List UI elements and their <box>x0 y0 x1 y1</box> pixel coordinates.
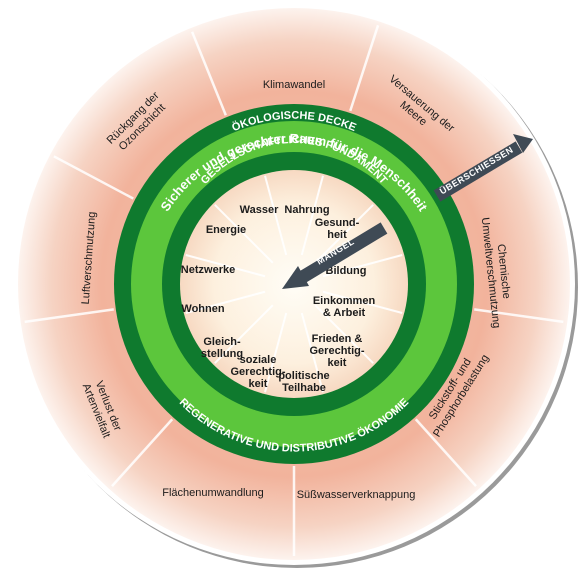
foundation-divider <box>300 312 324 393</box>
foundation-item-label: Frieden &Gerechtig-keit <box>309 333 364 369</box>
foundation-dividers <box>185 175 403 393</box>
foundation-item-label: Bildung <box>326 265 367 277</box>
foundation-divider <box>264 312 288 393</box>
foundation-item-label: Energie <box>206 224 246 236</box>
foundation-item-label: Netzwerke <box>181 264 235 276</box>
foundation-divider <box>214 204 274 264</box>
foundation-divider <box>314 204 374 264</box>
ceiling-divider <box>190 31 227 116</box>
foundation-divider <box>185 290 266 314</box>
ceiling-divider <box>474 308 564 324</box>
foundation-item-label: Wasser <box>240 204 279 216</box>
ceiling-dividers <box>24 24 564 556</box>
foundation-divider <box>322 290 403 314</box>
ceiling-divider <box>53 155 134 200</box>
foundation-item-label: Wohnen <box>181 303 224 315</box>
foundation-divider <box>264 175 288 256</box>
ceiling-item-label: Klimawandel <box>263 79 325 91</box>
foundation-divider <box>322 254 403 278</box>
ceiling-divider <box>349 24 380 112</box>
foundation-item-label: Einkommen& Arbeit <box>313 295 376 319</box>
foundation-divider <box>300 175 324 256</box>
foundation-divider <box>214 304 274 364</box>
foundation-item-label: Nahrung <box>284 204 329 216</box>
foundation-divider <box>314 304 374 364</box>
foundation-divider <box>185 254 266 278</box>
foundation-labels: Wasser NahrungGesund-heitBildungEinkommen… <box>181 204 376 394</box>
ceiling-item-label: Süßwasserverknappung <box>297 489 416 501</box>
foundation-item-label: Gleich-stellung <box>201 336 243 360</box>
ceiling-divider <box>111 418 174 487</box>
ceiling-divider <box>24 308 114 324</box>
ceiling-divider <box>414 418 477 487</box>
ceiling-item-label: Flächenumwandlung <box>162 487 264 499</box>
foundation-item-label: Gesund-heit <box>315 217 360 241</box>
